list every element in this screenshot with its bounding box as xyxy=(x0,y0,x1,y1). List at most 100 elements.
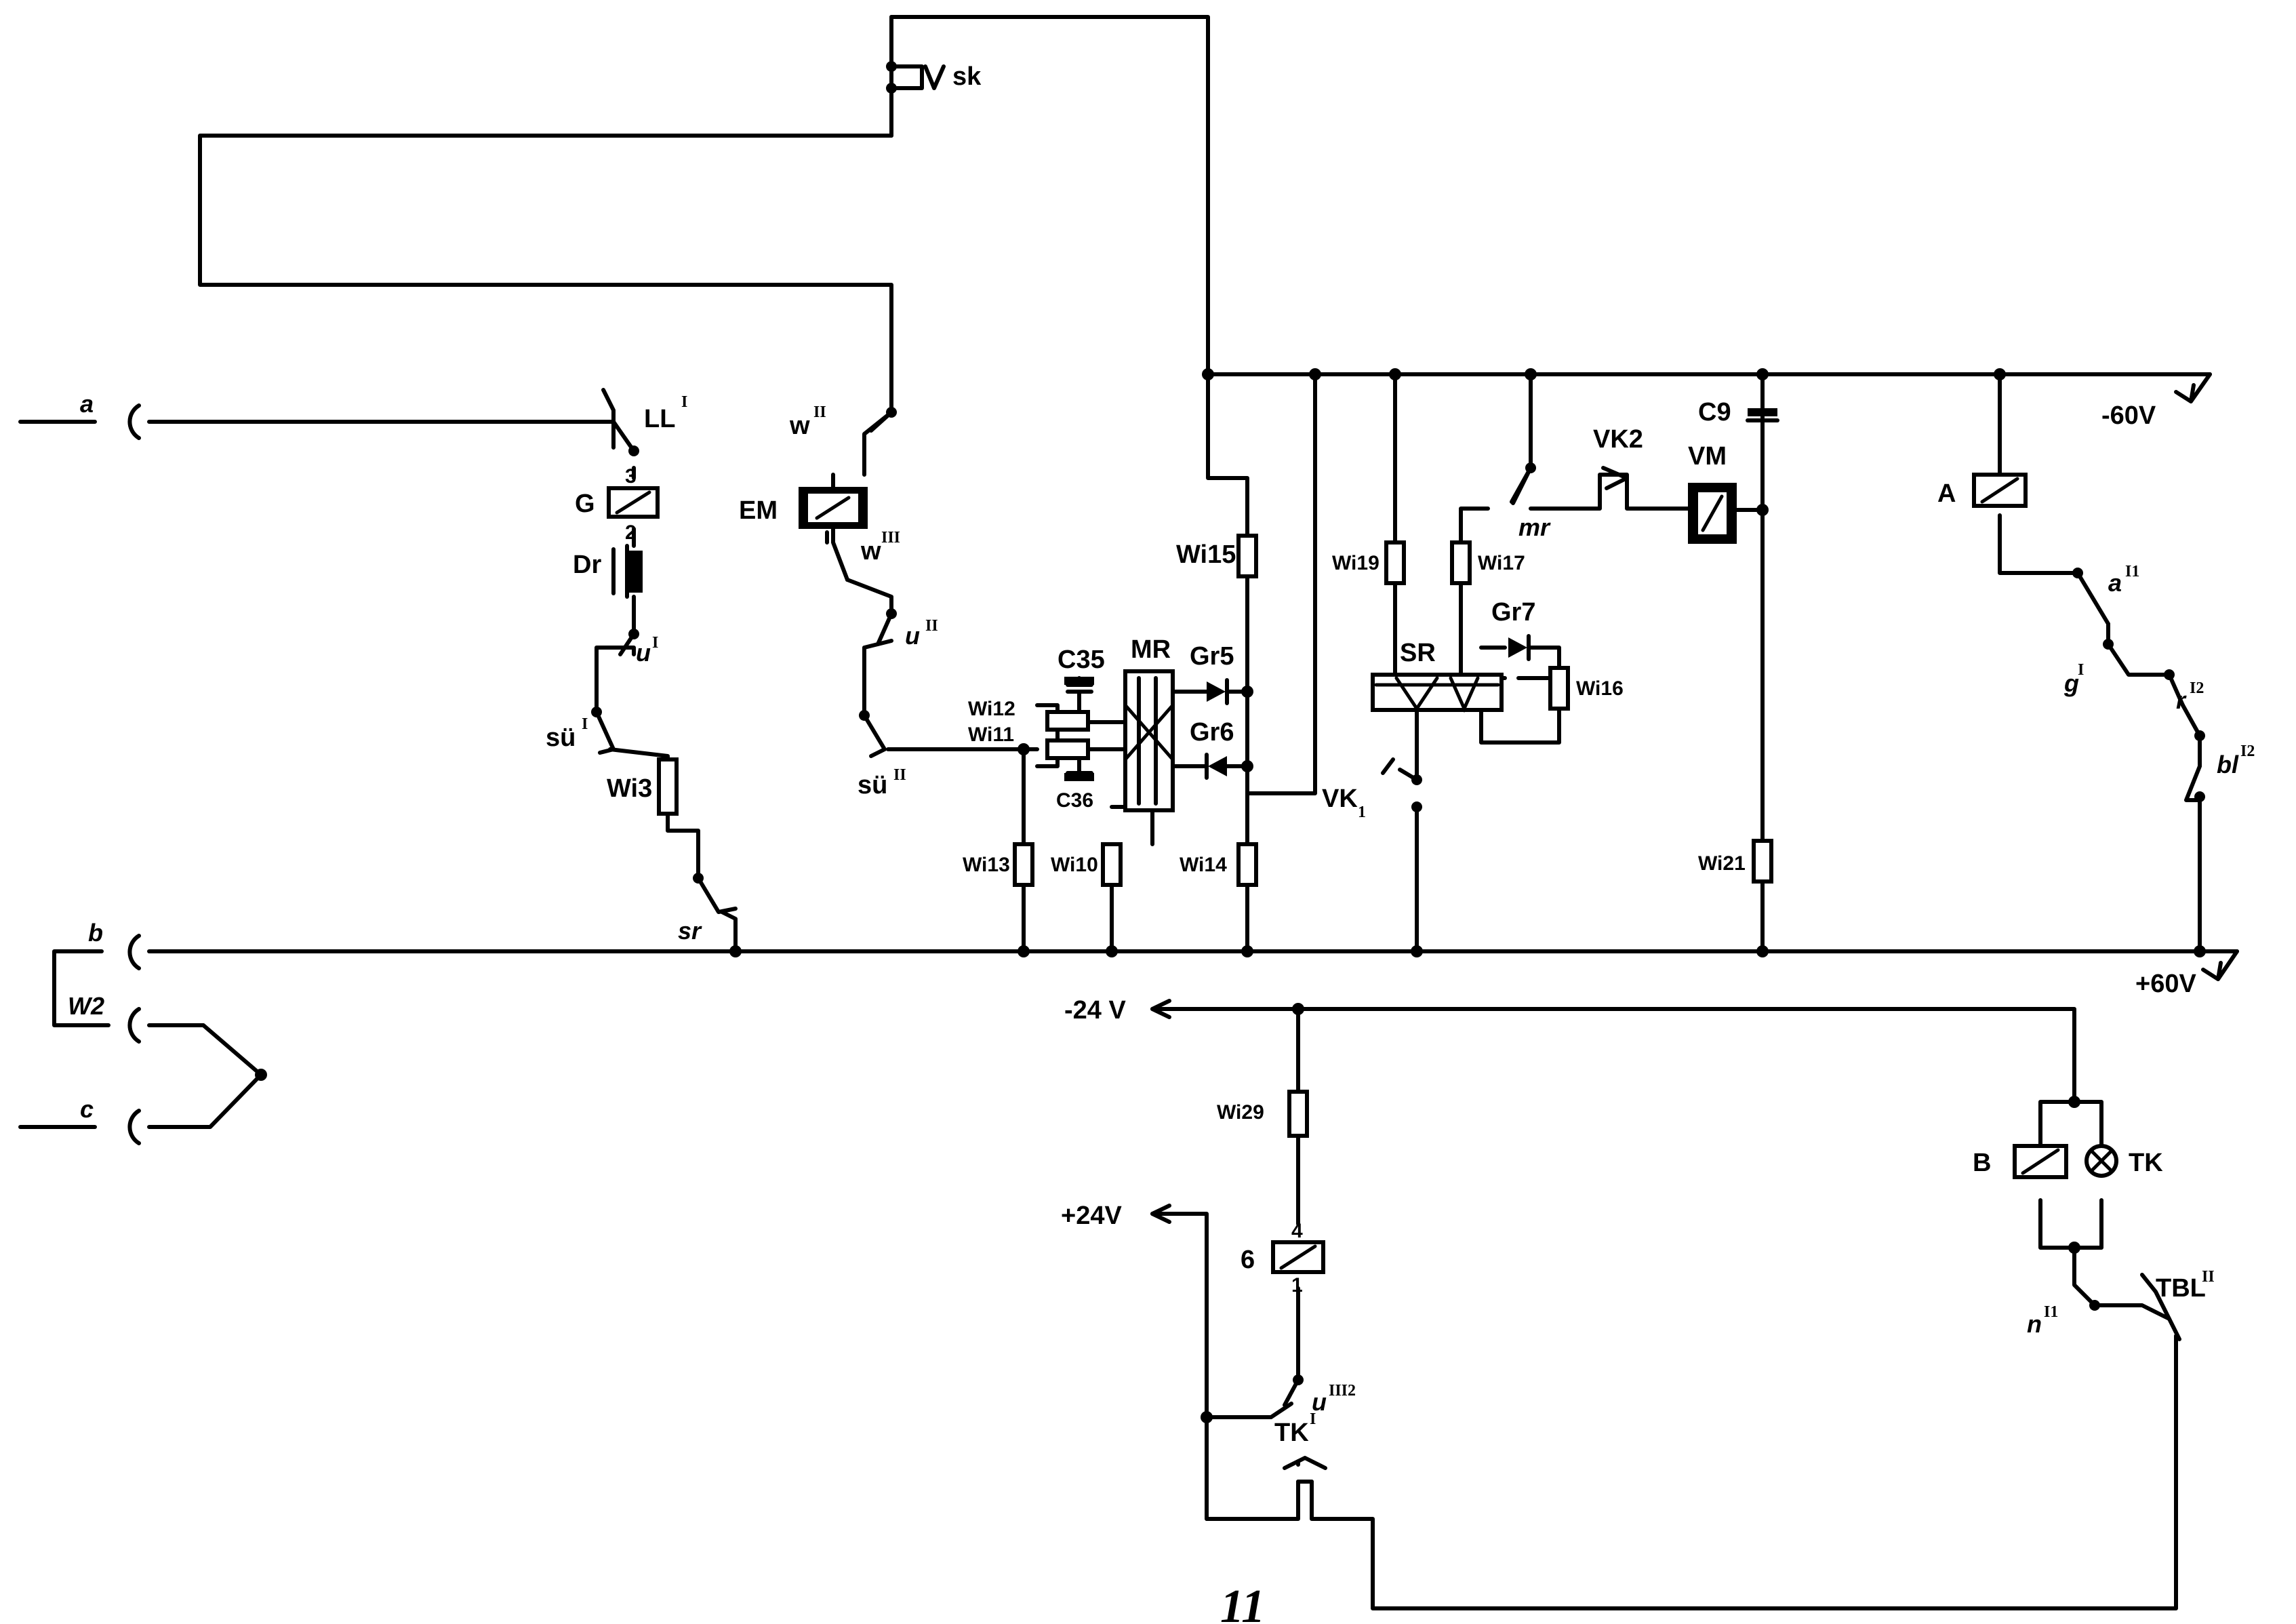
contact-u2-label: u xyxy=(905,622,920,650)
relay-vm: VM xyxy=(1688,442,1737,544)
diode-gr5: Gr5 xyxy=(1190,642,1234,705)
capacitor-c36-label: C36 xyxy=(1056,789,1093,812)
contact-r12-sup: I2 xyxy=(2190,679,2204,697)
contact-su1: sü I xyxy=(546,707,616,755)
junction-dots xyxy=(255,368,2206,1423)
lamp-tk: TK xyxy=(2084,1144,2163,1178)
contact-r12: r I2 xyxy=(2164,669,2204,714)
relay-g-label: G xyxy=(575,490,595,518)
contact-ll-sup: I xyxy=(681,393,687,411)
contact-u2: u II xyxy=(876,608,938,650)
block-sr-label: SR xyxy=(1400,639,1436,667)
lamp-tk-label: TK xyxy=(2129,1149,2163,1177)
contact-u32-label: u xyxy=(1312,1388,1327,1416)
terminal-b-label: b xyxy=(88,919,103,947)
contact-ll-label: LL xyxy=(644,405,675,433)
contact-bl12-sup: I2 xyxy=(2240,742,2255,760)
contact-sk-label: sk xyxy=(952,62,982,91)
relay-a-label: A xyxy=(1937,479,1956,508)
relay-6-label: 6 xyxy=(1241,1246,1255,1274)
block-mr: MR xyxy=(1123,635,1175,812)
relay-6-pin1: 1 xyxy=(1291,1274,1303,1296)
contact-bl12: bl I2 xyxy=(2181,703,2255,802)
choke-dr-label: Dr xyxy=(573,551,601,579)
relay-vm-label: VM xyxy=(1688,442,1727,471)
resistor-wi10-label: Wi10 xyxy=(1051,854,1098,876)
contact-vk1-sub: 1 xyxy=(1358,804,1366,821)
resistor-wi14-label: Wi14 xyxy=(1180,854,1227,876)
block-sr: SR xyxy=(1371,639,1504,713)
relay-g-pin2: 2 xyxy=(625,521,637,544)
contact-u32: u III2 xyxy=(1283,1374,1356,1416)
contact-vk1-label: VK xyxy=(1322,785,1358,813)
resistor-wi14: Wi14 xyxy=(1180,842,1258,887)
contact-sk: sk xyxy=(886,61,982,94)
resistor-wi10: Wi10 xyxy=(1051,842,1123,887)
contact-u32-sup: III2 xyxy=(1329,1382,1356,1400)
contact-w2: w II xyxy=(789,403,897,440)
resistor-wi11-label: Wi11 xyxy=(968,724,1014,746)
contact-w2-label: w xyxy=(789,412,810,440)
contact-tbl-sup: II xyxy=(2202,1268,2215,1286)
resistor-wi17: Wi17 xyxy=(1450,540,1525,585)
capacitor-c35-label: C35 xyxy=(1058,646,1105,674)
resistor-wi21: Wi21 xyxy=(1698,839,1773,884)
resistor-wi19: Wi19 xyxy=(1332,540,1406,585)
contact-a1: a I1 xyxy=(2072,563,2139,626)
relay-b: B xyxy=(1973,1144,2068,1179)
contact-a1-sup: I1 xyxy=(2125,563,2139,580)
contact-su1-sup: I xyxy=(582,715,588,733)
contact-tk1: TK I xyxy=(1274,1410,1327,1484)
relay-g: G 3 2 xyxy=(575,465,660,544)
contact-tk1-label: TK xyxy=(1274,1419,1309,1447)
contact-n11-label: n xyxy=(2027,1310,2042,1338)
contact-vk2: VK2 xyxy=(1593,425,1643,490)
relay-6-pin4: 4 xyxy=(1291,1220,1303,1242)
resistor-wi12-label: Wi12 xyxy=(968,698,1015,720)
contact-u1-sup: I xyxy=(652,634,658,652)
diode-gr6: Gr6 xyxy=(1190,718,1234,780)
supply-neg60-label: -60V xyxy=(2101,401,2156,430)
contact-tk1-sup: I xyxy=(1310,1410,1316,1428)
diode-gr5-label: Gr5 xyxy=(1190,642,1234,671)
contact-u1: u I xyxy=(618,629,658,667)
resistor-wi29: Wi29 xyxy=(1217,1090,1309,1138)
resistor-wi12: Wi12 xyxy=(968,698,1090,732)
contact-a1-label: a xyxy=(2108,569,2122,597)
contact-bl12-label: bl xyxy=(2217,751,2239,778)
resistor-wi3-label: Wi3 xyxy=(607,774,652,803)
supply-pos24-label: +24V xyxy=(1061,1202,1122,1230)
resistor-wi16: Wi16 xyxy=(1548,666,1624,711)
contact-g1-label: g xyxy=(2063,669,2079,697)
contact-u1-label: u xyxy=(636,639,651,667)
terminal-w2-label: W2 xyxy=(68,992,104,1020)
contact-g1: g I xyxy=(2063,639,2114,697)
contact-su2-sup: II xyxy=(893,766,906,784)
contact-n11: n I1 xyxy=(2027,1303,2058,1338)
contact-sr-label: sr xyxy=(678,917,702,945)
contact-w3: w III xyxy=(860,529,900,566)
resistor-wi19-label: Wi19 xyxy=(1332,552,1379,574)
relay-6: 6 4 1 xyxy=(1241,1220,1325,1296)
contact-w3-label: w xyxy=(860,537,881,566)
contact-su1-label: sü xyxy=(546,724,576,752)
terminal-b: b xyxy=(88,919,141,970)
resistor-wi15: Wi15 xyxy=(1176,534,1258,578)
contact-w2-sup: II xyxy=(813,403,826,421)
relay-a: A xyxy=(1937,473,2028,508)
wiring xyxy=(18,15,2239,1610)
capacitor-c9: C9 xyxy=(1698,398,1779,427)
contact-tbl: TBL II xyxy=(2089,1268,2215,1341)
contact-sr: sr xyxy=(678,873,738,945)
resistor-wi16-label: Wi16 xyxy=(1576,677,1624,700)
diode-gr7: Gr7 xyxy=(1479,598,1561,677)
capacitor-c9-label: C9 xyxy=(1698,398,1731,427)
contact-g1-sup: I xyxy=(2078,661,2084,679)
supply-pos60-label: +60V xyxy=(2135,970,2196,998)
terminal-c-label: c xyxy=(80,1095,94,1123)
resistor-wi13-label: Wi13 xyxy=(963,854,1010,876)
resistor-wi15-label: Wi15 xyxy=(1176,540,1236,569)
terminal-a-label: a xyxy=(80,390,94,418)
contact-w3-sup: III xyxy=(881,529,900,547)
